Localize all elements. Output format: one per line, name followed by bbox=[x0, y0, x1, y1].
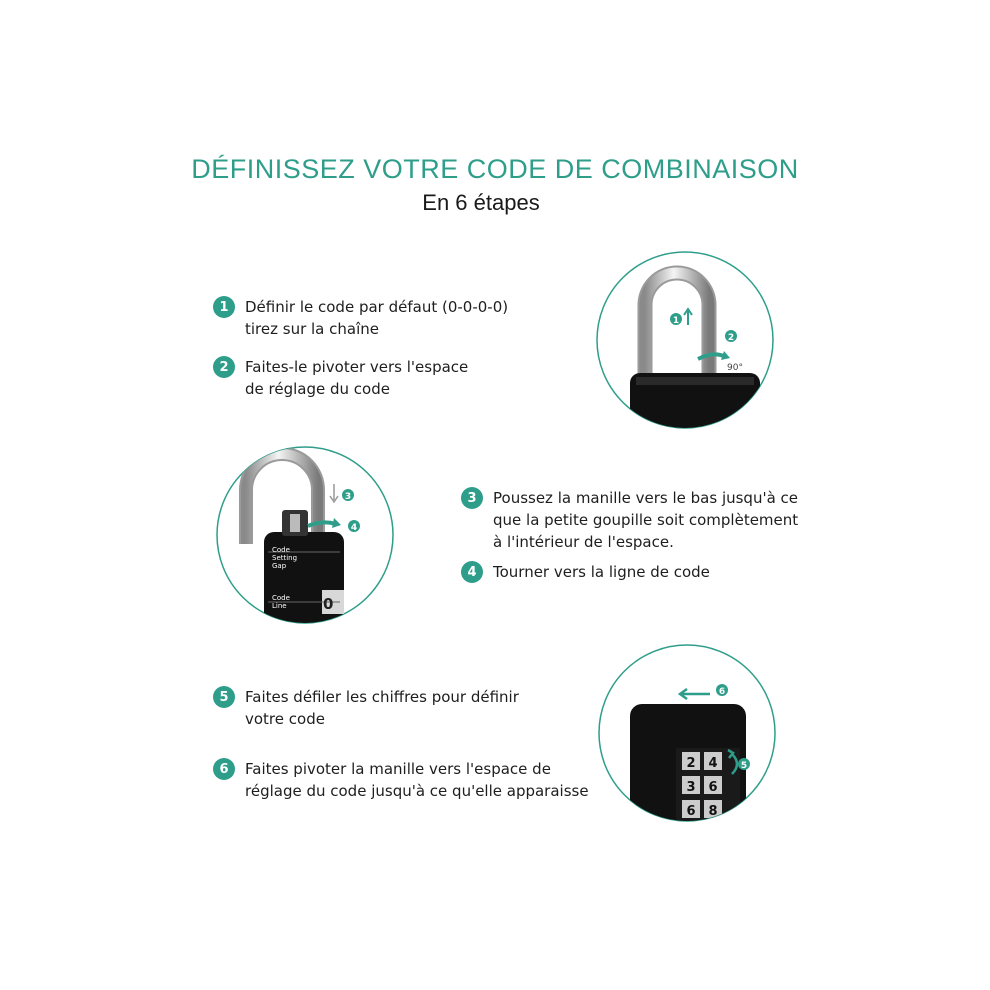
step-text: Faites pivoter la manille vers l'espace … bbox=[245, 758, 589, 802]
marker-4-badge bbox=[348, 520, 360, 532]
padlock-dials-illustration: 2 3 6 4 6 8 6 5 bbox=[598, 644, 776, 822]
scroll-arrow-icon bbox=[727, 748, 739, 775]
dial-digit: 4 bbox=[708, 756, 717, 771]
step-line: Tourner vers la ligne de code bbox=[493, 563, 710, 581]
step-number-badge: 3 bbox=[461, 487, 483, 509]
step-line: que la petite goupille soit complètement bbox=[493, 511, 799, 529]
marker-3-badge bbox=[342, 489, 354, 501]
step-number-badge: 6 bbox=[213, 758, 235, 780]
step-6: 6 Faites pivoter la manille vers l'espac… bbox=[213, 758, 589, 802]
step-5: 5 Faites défiler les chiffres pour défin… bbox=[213, 686, 519, 730]
step-text: Poussez la manille vers le bas jusqu'à c… bbox=[493, 487, 798, 553]
step-number-badge: 4 bbox=[461, 561, 483, 583]
dial-digit: 3 bbox=[686, 780, 695, 795]
arrow-down-icon bbox=[329, 484, 339, 504]
dial-digit: 8 bbox=[708, 804, 717, 819]
marker-6-badge bbox=[716, 684, 728, 696]
dial-digit: 0 bbox=[323, 595, 333, 613]
marker-1-badge bbox=[670, 313, 682, 325]
step-text: Tourner vers la ligne de code bbox=[493, 561, 710, 583]
step-3: 3 Poussez la manille vers le bas jusqu'à… bbox=[461, 487, 798, 553]
padlock-shackle-rotate-illustration: 1 2 90° bbox=[596, 251, 774, 429]
marker-5-badge bbox=[738, 758, 750, 770]
step-4: 4 Tourner vers la ligne de code bbox=[461, 561, 710, 583]
step-text: Faites-le pivoter vers l'espace de régla… bbox=[245, 356, 468, 400]
step-number-badge: 5 bbox=[213, 686, 235, 708]
marker-5-label: 5 bbox=[741, 761, 747, 771]
step-number-badge: 1 bbox=[213, 296, 235, 318]
step-line: Poussez la manille vers le bas jusqu'à c… bbox=[493, 489, 799, 507]
line-label: Code bbox=[272, 594, 290, 602]
step-line: Faites-le pivoter vers l'espace bbox=[245, 358, 469, 376]
page-subtitle: En 6 étapes bbox=[422, 190, 540, 215]
arrow-up-icon bbox=[683, 307, 693, 325]
gap-label: Code bbox=[272, 546, 290, 554]
step-text: Définir le code par défaut (0-0-0-0) tir… bbox=[245, 296, 508, 340]
gap-label: Gap bbox=[272, 562, 287, 570]
marker-2-badge bbox=[725, 330, 737, 342]
step-number-badge: 2 bbox=[213, 356, 235, 378]
dial-digit: 2 bbox=[686, 756, 695, 771]
step-line: de réglage du code bbox=[245, 380, 390, 398]
step-line: Faites défiler les chiffres pour définir bbox=[245, 688, 519, 706]
marker-2-label: 2 bbox=[728, 333, 734, 343]
angle-label: 90° bbox=[727, 363, 743, 373]
dial-digit: 6 bbox=[686, 804, 695, 819]
step-line: Définir le code par défaut (0-0-0-0) bbox=[245, 298, 509, 316]
arrow-left-icon bbox=[677, 687, 710, 701]
gap-label: Setting bbox=[272, 554, 297, 562]
line-label: Line bbox=[272, 602, 287, 610]
marker-1-label: 1 bbox=[673, 316, 679, 326]
step-line: Faites pivoter la manille vers l'espace … bbox=[245, 760, 551, 778]
padlock-code-gap-illustration: 0 Code Setting Gap Code Line 3 4 bbox=[216, 446, 394, 624]
marker-3-label: 3 bbox=[345, 492, 351, 502]
step-1: 1 Définir le code par défaut (0-0-0-0) t… bbox=[213, 296, 508, 340]
step-line: réglage du code jusqu'à ce qu'elle appar… bbox=[245, 782, 589, 800]
step-line: votre code bbox=[245, 710, 325, 728]
step-line: tirez sur la chaîne bbox=[245, 320, 379, 338]
step-line: à l'intérieur de l'espace. bbox=[493, 533, 674, 551]
page-title: DÉFINISSEZ VOTRE CODE DE COMBINAISON bbox=[191, 154, 799, 184]
marker-6-label: 6 bbox=[719, 687, 725, 697]
marker-4-label: 4 bbox=[351, 523, 357, 533]
step-2: 2 Faites-le pivoter vers l'espace de rég… bbox=[213, 356, 468, 400]
step-text: Faites défiler les chiffres pour définir… bbox=[245, 686, 519, 730]
dial-digit: 6 bbox=[708, 780, 717, 795]
